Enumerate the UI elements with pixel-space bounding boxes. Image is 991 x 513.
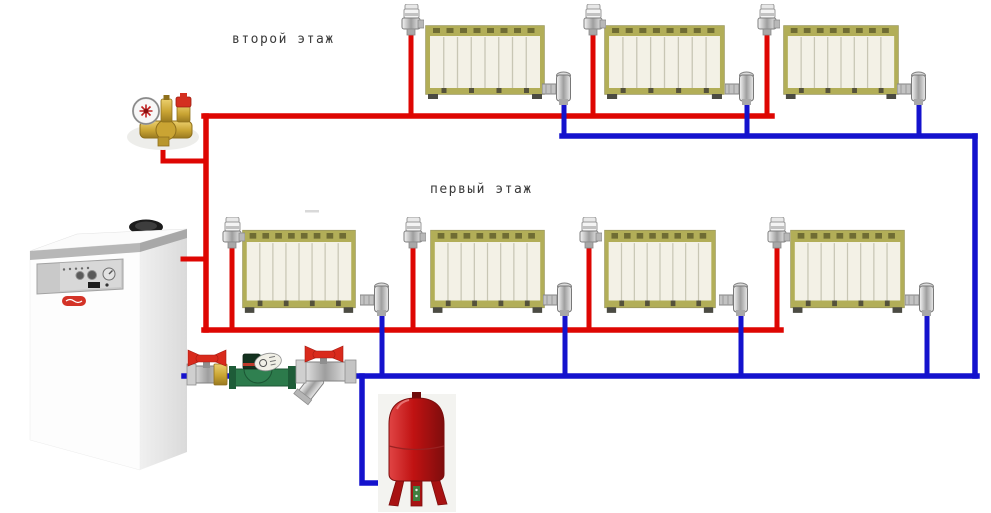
valve-handle [187, 349, 227, 367]
radiator-floor1-2 [430, 229, 545, 314]
supply-valve-icon [579, 217, 602, 249]
radiator-floor1-4 [790, 229, 905, 314]
supply-valve-icon [583, 4, 606, 36]
boiler-control-panel [36, 258, 124, 295]
return-valve-icon [897, 71, 926, 105]
return-valve-icon [543, 282, 572, 316]
safety-group-icon [127, 93, 199, 150]
radiator-floor2-1 [425, 25, 545, 100]
first-floor-label: первый этаж [430, 182, 533, 197]
return-valve-icon [719, 282, 748, 316]
boiler-logo [62, 296, 86, 306]
tank-body [388, 397, 445, 482]
pressure-gauge-icon [132, 97, 160, 125]
supply-valve-icon [401, 4, 424, 36]
air-vent-icon [160, 95, 173, 123]
supply-valve-icon [403, 217, 426, 249]
pump-label [254, 352, 282, 372]
return-valve-icon [725, 71, 754, 105]
boiler-side-face [140, 229, 187, 470]
supply-valve-icon [757, 4, 780, 36]
circulation-pump-icon [229, 352, 296, 389]
boiler-display [88, 282, 100, 288]
ball-valve-icon [186, 349, 228, 386]
return-valve-icon [360, 282, 389, 316]
valve-handle [304, 345, 344, 363]
supply-pipes [160, 26, 784, 333]
second-floor-label: второй этаж [232, 32, 335, 47]
supply-valve-icon [767, 217, 790, 249]
radiator-floor2-2 [604, 25, 725, 100]
return-valve-icon [542, 71, 571, 105]
filter-valve-icon [293, 345, 357, 406]
return-valve-icon [905, 282, 934, 316]
safety-valve-icon [175, 93, 192, 123]
boiler-top-band [30, 243, 140, 260]
radiator-floor1-1 [242, 229, 356, 314]
radiator-floor2-3 [783, 25, 899, 100]
expansion-tank-icon [378, 392, 456, 512]
boiler-knob [87, 270, 97, 280]
radiators-floor1 [242, 229, 905, 314]
stray-mark [305, 210, 319, 213]
boiler-knob [75, 271, 85, 280]
radiators-floor2 [425, 25, 899, 100]
boiler [29, 219, 188, 471]
supply-valve-icon [222, 217, 245, 249]
radiator-floor1-3 [604, 229, 716, 314]
